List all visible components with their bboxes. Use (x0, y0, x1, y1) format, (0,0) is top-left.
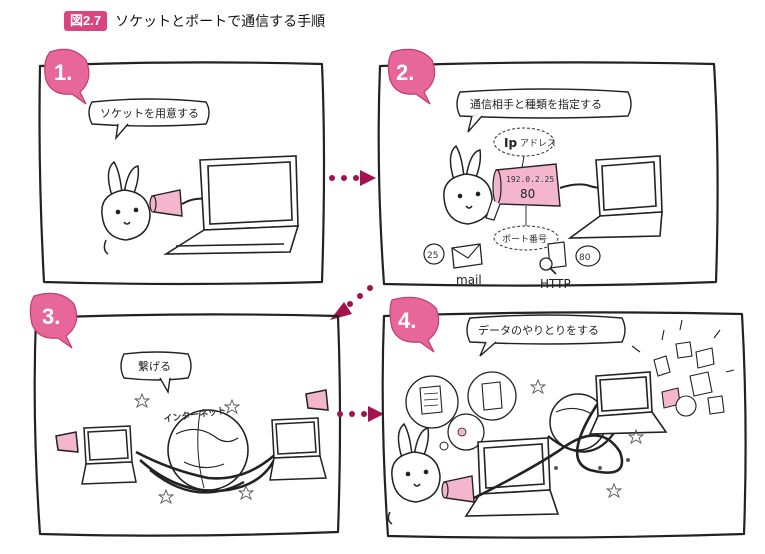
panel-2-number-badge: 2. (387, 48, 436, 105)
ip-label: Ip (504, 136, 517, 150)
ip-address-callout: Ip アドレス (493, 127, 556, 157)
thought-bubble-data-icon (405, 371, 517, 451)
panel-4-number-badge: 4. (389, 296, 440, 353)
panel-2-bubble-text: 通信相手と種類を指定する (470, 97, 602, 111)
panel-1-number-badge: 1. (44, 48, 90, 105)
arrow-panel1-to-panel2 (329, 170, 376, 186)
panel-1: 1. ソケットを用意する (38, 48, 326, 286)
http-document-icon: 80 HTTP (539, 241, 601, 291)
star-icon (529, 378, 645, 499)
panel-2: 2. 通信相手と種類を指定する Ip アドレス 192.0.2.25 80 (377, 48, 719, 291)
laptop-icon (588, 371, 668, 435)
mail-label: mail (456, 273, 482, 287)
panel-3-number-badge: 3. (29, 292, 78, 349)
panel-1-frame (38, 61, 326, 286)
socket-cup-icon: 192.0.2.25 80 (485, 155, 607, 221)
panel-4-speech-bubble: データのやりとりをする (466, 314, 626, 357)
mail-icon: 25 mail (423, 243, 483, 287)
port-value: 80 (520, 187, 535, 201)
panel-3-number: 3. (42, 304, 60, 329)
panel-4-bubble-text: データのやりとりをする (478, 323, 599, 337)
panel-3: 3. 繋げる インターネット (29, 292, 342, 537)
port-number-callout: ポート番号 (493, 206, 559, 251)
laptop-icon (55, 425, 137, 485)
figure-badge: 図2.7 (64, 11, 108, 31)
laptop-icon (269, 389, 329, 481)
ip-sublabel: アドレス (520, 139, 556, 149)
panel-1-speech-bubble: ソケットを用意する (88, 98, 210, 141)
rabbit-icon (101, 160, 151, 255)
panel-4-frame (381, 311, 747, 539)
ip-value: 192.0.2.25 (506, 175, 554, 184)
laptop-icon (567, 155, 663, 239)
panel-4: 4. データのやりとりをする (381, 296, 747, 539)
panel-3-speech-bubble: 繋げる (120, 351, 192, 395)
port-label: ポート番号 (502, 233, 547, 245)
arrow-panel3-to-panel4 (337, 406, 384, 422)
figure-header: 図2.7 ソケットとポートで通信する手順 (64, 10, 325, 32)
figure-title: ソケットとポートで通信する手順 (115, 14, 326, 30)
panel-2-number: 2. (396, 60, 414, 85)
http-port: 80 (579, 253, 591, 263)
laptop-icon (464, 437, 560, 517)
rabbit-icon (387, 422, 441, 525)
rabbit-icon (443, 144, 493, 225)
panel-2-frame (377, 61, 719, 287)
star-icon (133, 392, 255, 505)
panel-1-number: 1. (54, 60, 72, 85)
panel-3-bubble-text: 繋げる (138, 359, 171, 373)
laptop-icon (163, 155, 300, 255)
panel-3-frame (33, 313, 342, 537)
socket-cup-icon (441, 475, 475, 503)
internet-globe-icon: インターネット (135, 404, 285, 494)
arrow-panel2-to-panel3 (330, 285, 373, 320)
panel-1-bubble-text: ソケットを用意する (100, 106, 199, 120)
mail-port: 25 (427, 251, 438, 261)
panel-4-number: 4. (398, 308, 416, 333)
http-label: HTTP (540, 277, 571, 291)
panel-2-speech-bubble: 通信相手と種類を指定する (456, 88, 632, 133)
data-burst-icon (631, 319, 735, 417)
